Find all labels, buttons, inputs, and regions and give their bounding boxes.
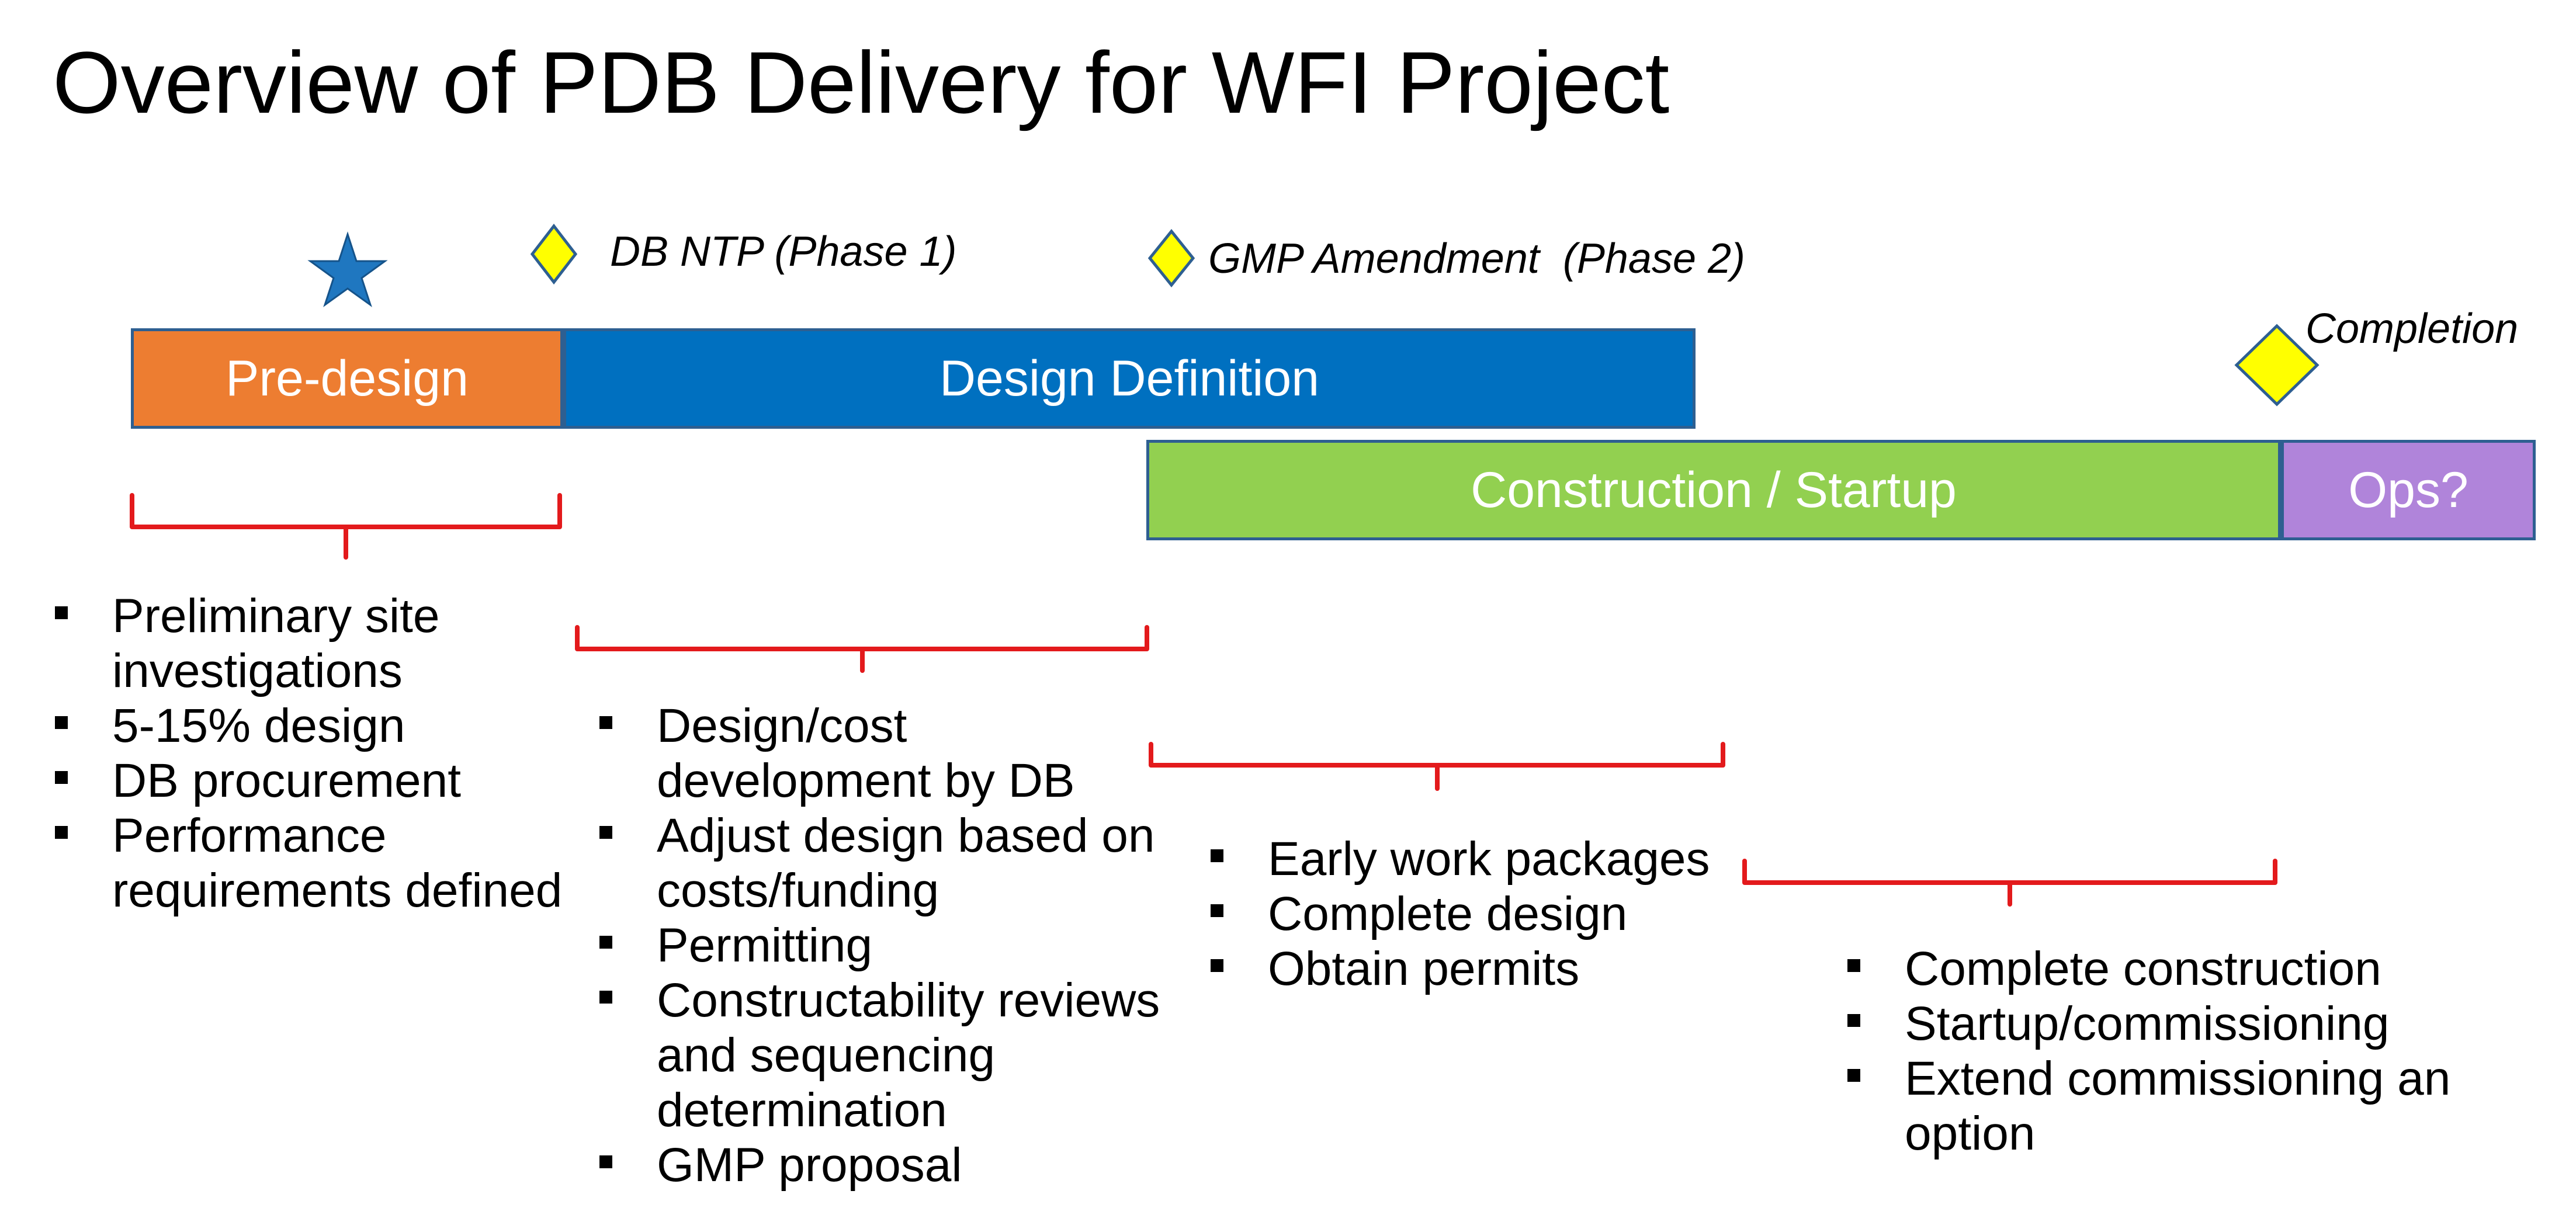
milestone-completion-label: Completion	[2305, 306, 2519, 352]
star-icon	[307, 231, 388, 307]
milestone-db-ntp-label: DB NTP (Phase 1)	[610, 228, 957, 275]
bracket-pre-design	[130, 493, 562, 560]
phase-pre-design: Pre-design	[131, 328, 563, 429]
list-item: Obtain permits	[1209, 942, 1782, 997]
list-item: 5-15% design	[54, 699, 591, 754]
bracket-construction	[1742, 859, 2277, 907]
list-early-work: Early work packages Complete design Obta…	[1209, 832, 1782, 997]
list-item: Adjust design based on costs/funding	[598, 808, 1194, 918]
milestone-db-ntp-diamond	[530, 223, 578, 285]
list-item: Early work packages	[1209, 832, 1782, 887]
milestone-completion-diamond	[2234, 324, 2320, 407]
list-item: Complete design	[1209, 887, 1782, 942]
list-item: GMP proposal	[598, 1138, 1194, 1193]
phase-construction-startup: Construction / Startup	[1146, 440, 2281, 540]
bracket-early-work	[1149, 742, 1725, 791]
phase-ops: Ops?	[2281, 440, 2536, 540]
page-title: Overview of PDB Delivery for WFI Project	[53, 33, 1670, 131]
bracket-design-definition	[575, 625, 1149, 673]
list-item: Design/cost development by DB	[598, 699, 1194, 808]
list-item: Startup/commissioning	[1846, 997, 2501, 1051]
list-item: Extend commissioning an option	[1846, 1051, 2501, 1161]
list-item: DB procurement	[54, 754, 591, 808]
list-item: Complete construction	[1846, 942, 2501, 997]
list-item: Constructability reviews and sequencing …	[598, 973, 1194, 1138]
list-construction: Complete construction Startup/commission…	[1846, 942, 2501, 1161]
milestone-gmp-amendment-label: GMP Amendment (Phase 2)	[1208, 235, 1746, 282]
list-item: Performance requirements defined	[54, 808, 591, 918]
milestone-gmp-diamond	[1147, 229, 1195, 287]
list-pre-design: Preliminary site investigations 5-15% de…	[54, 589, 591, 918]
list-item: Preliminary site investigations	[54, 589, 591, 699]
phase-design-definition: Design Definition	[563, 328, 1696, 429]
list-item: Permitting	[598, 918, 1194, 973]
list-design-definition: Design/cost development by DB Adjust des…	[598, 699, 1194, 1193]
